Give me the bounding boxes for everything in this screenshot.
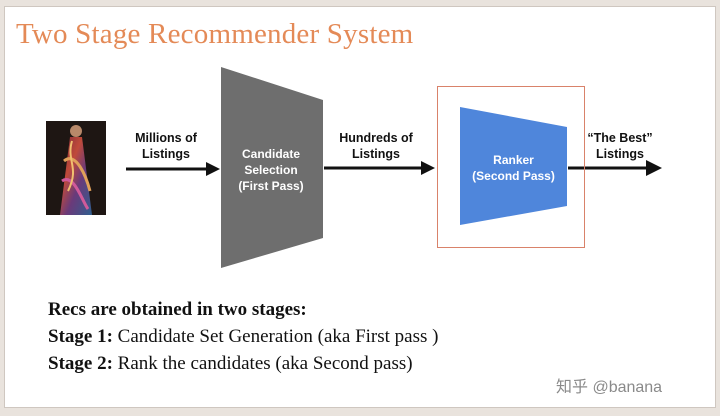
listing-image (46, 121, 106, 215)
ranker-highlight-box (437, 86, 585, 248)
stage2-text: Rank the candidates (aka Second pass) (117, 353, 413, 374)
stage1-label: Stage 1: (48, 326, 113, 347)
output-label: “The Best” Listings (572, 130, 668, 162)
summary-heading: Recs are obtained in two stages: (48, 299, 307, 320)
stage2-label: Stage 2: (48, 353, 113, 374)
arrow-input (126, 162, 220, 176)
slide-title: Two Stage Recommender System (16, 18, 414, 50)
middle-label-line2: Listings (352, 147, 400, 161)
stage1-line: Stage 1: Candidate Set Generation (aka F… (48, 323, 438, 350)
ranker-label-line1: Ranker (493, 153, 534, 167)
slide (4, 6, 716, 408)
stage2-line: Stage 2: Rank the candidates (aka Second… (48, 350, 438, 377)
middle-label: Hundreds of Listings (328, 130, 424, 162)
input-label: Millions of Listings (118, 130, 214, 162)
input-label-line1: Millions of (135, 131, 197, 145)
input-label-line2: Listings (142, 147, 190, 161)
candidate-label-line3: (First Pass) (238, 179, 304, 193)
arrow-output (568, 160, 662, 176)
ranker-shape (460, 107, 567, 225)
arrow-middle (324, 161, 435, 175)
stage1-text: Candidate Set Generation (aka First pass… (117, 326, 439, 347)
ranker-label: Ranker (Second Pass) (460, 152, 567, 184)
candidate-selection-label: Candidate Selection (First Pass) (221, 146, 321, 194)
summary-text: Recs are obtained in two stages: Stage 1… (48, 296, 438, 377)
output-label-line2: Listings (596, 147, 644, 161)
middle-label-line1: Hundreds of (339, 131, 413, 145)
candidate-label-line1: Candidate (241, 147, 300, 161)
output-label-line1: “The Best” (587, 131, 653, 145)
watermark: 知乎 @banana (556, 379, 663, 396)
candidate-label-line2: Selection (244, 163, 298, 177)
ranker-label-line2: (Second Pass) (472, 169, 555, 183)
candidate-selection-shape (221, 67, 323, 268)
